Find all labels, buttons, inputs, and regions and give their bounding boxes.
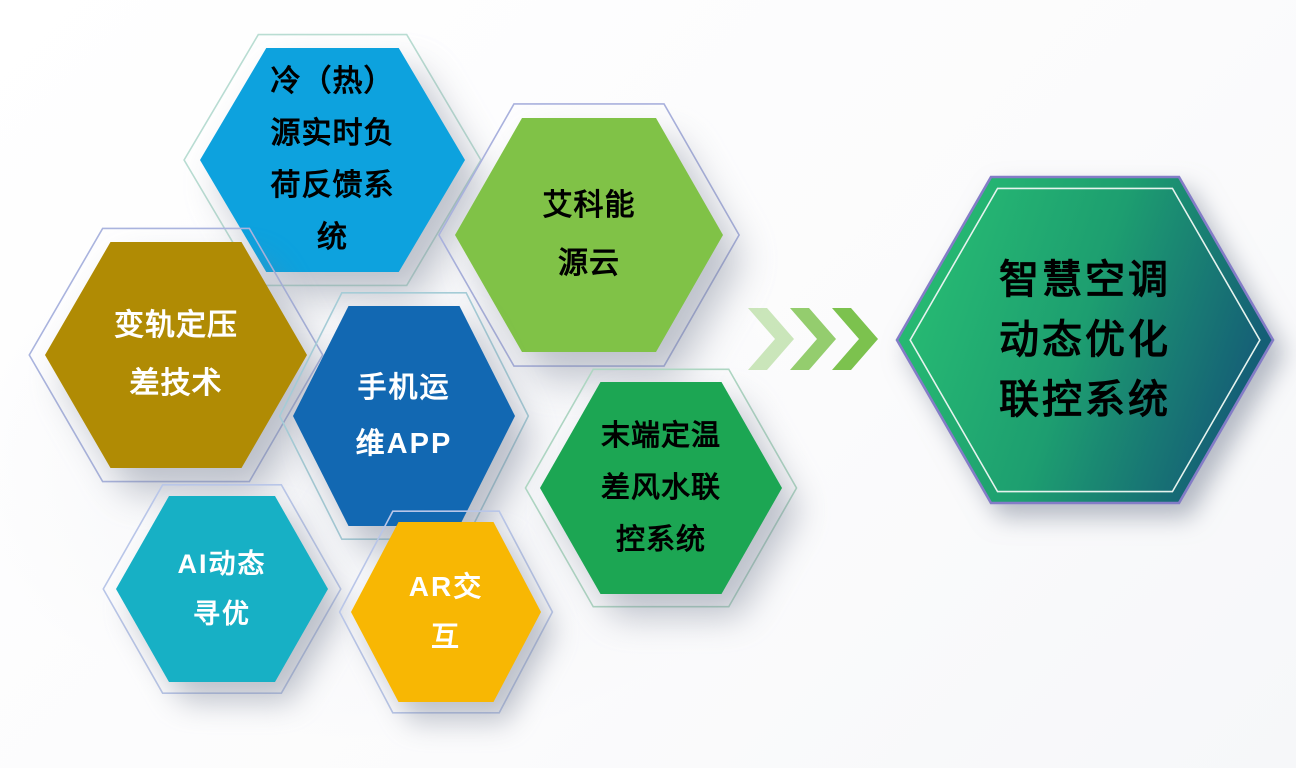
hexagon-mobile-app: 手机运 维APP xyxy=(293,306,515,526)
hexagon-load-feedback: 冷（热） 源实时负 荷反馈系 统 xyxy=(200,48,465,272)
label-line: 统 xyxy=(317,221,348,254)
hexagon-mobile-app-label: 手机运 维APP xyxy=(293,306,515,526)
triple-chevron-right-icon xyxy=(748,308,878,370)
label-line: AR交 xyxy=(408,571,484,602)
hexagon-ai-optimize-label: AI动态 寻优 xyxy=(116,496,328,682)
label-line: 冷（热） xyxy=(270,65,395,98)
hexagon-pressure-tech-label: 变轨定压 差技术 xyxy=(45,242,307,468)
label-line: 动态优化 xyxy=(999,318,1171,362)
label-line: 维APP xyxy=(355,428,453,460)
hexagon-terminal-control: 末端定温 差风水联 控系统 xyxy=(540,382,782,594)
label-line: 联控系统 xyxy=(999,378,1171,422)
label-line: AI动态 xyxy=(177,549,267,579)
label-line: 末端定温 xyxy=(600,420,721,452)
hexagon-energy-cloud: 艾科能 源云 xyxy=(455,118,723,352)
label-line: 荷反馈系 xyxy=(270,169,395,202)
label-line: 手机运 xyxy=(357,372,451,404)
label-line: 互 xyxy=(430,621,461,652)
label-line: 源实时负 xyxy=(270,117,395,150)
hexagon-smart-hvac-system-label: 智慧空调 动态优化 联控系统 xyxy=(897,177,1273,503)
hexagon-ai-optimize: AI动态 寻优 xyxy=(116,496,328,682)
hexagon-ar-interact: AR交 互 xyxy=(351,522,541,702)
hexagon-shape-icon xyxy=(45,242,307,468)
label-line: 差风水联 xyxy=(600,472,721,504)
hexagon-terminal-control-label: 末端定温 差风水联 控系统 xyxy=(540,382,782,594)
hexagon-ar-interact-label: AR交 互 xyxy=(351,522,541,702)
hexagon-shape-icon xyxy=(540,382,782,594)
hexagon-shape-icon xyxy=(897,177,1273,503)
hexagon-energy-cloud-label: 艾科能 源云 xyxy=(455,118,723,352)
hexagon-shape-icon xyxy=(116,496,328,682)
hexagon-shape-icon xyxy=(351,522,541,702)
label-line: 源云 xyxy=(558,247,620,280)
label-line: 控系统 xyxy=(615,524,706,556)
label-line: 差技术 xyxy=(129,367,223,400)
label-line: 智慧空调 xyxy=(999,258,1171,302)
hexagon-load-feedback-label: 冷（热） 源实时负 荷反馈系 统 xyxy=(200,48,465,272)
hexagon-pressure-tech: 变轨定压 差技术 xyxy=(45,242,307,468)
label-line: 寻优 xyxy=(193,599,251,629)
hexagon-smart-hvac-system: 智慧空调 动态优化 联控系统 xyxy=(897,177,1273,503)
label-line: 艾科能 xyxy=(542,189,636,222)
hexagon-shape-icon xyxy=(455,118,723,352)
hexagon-shape-icon xyxy=(200,48,465,272)
label-line: 变轨定压 xyxy=(114,309,238,342)
